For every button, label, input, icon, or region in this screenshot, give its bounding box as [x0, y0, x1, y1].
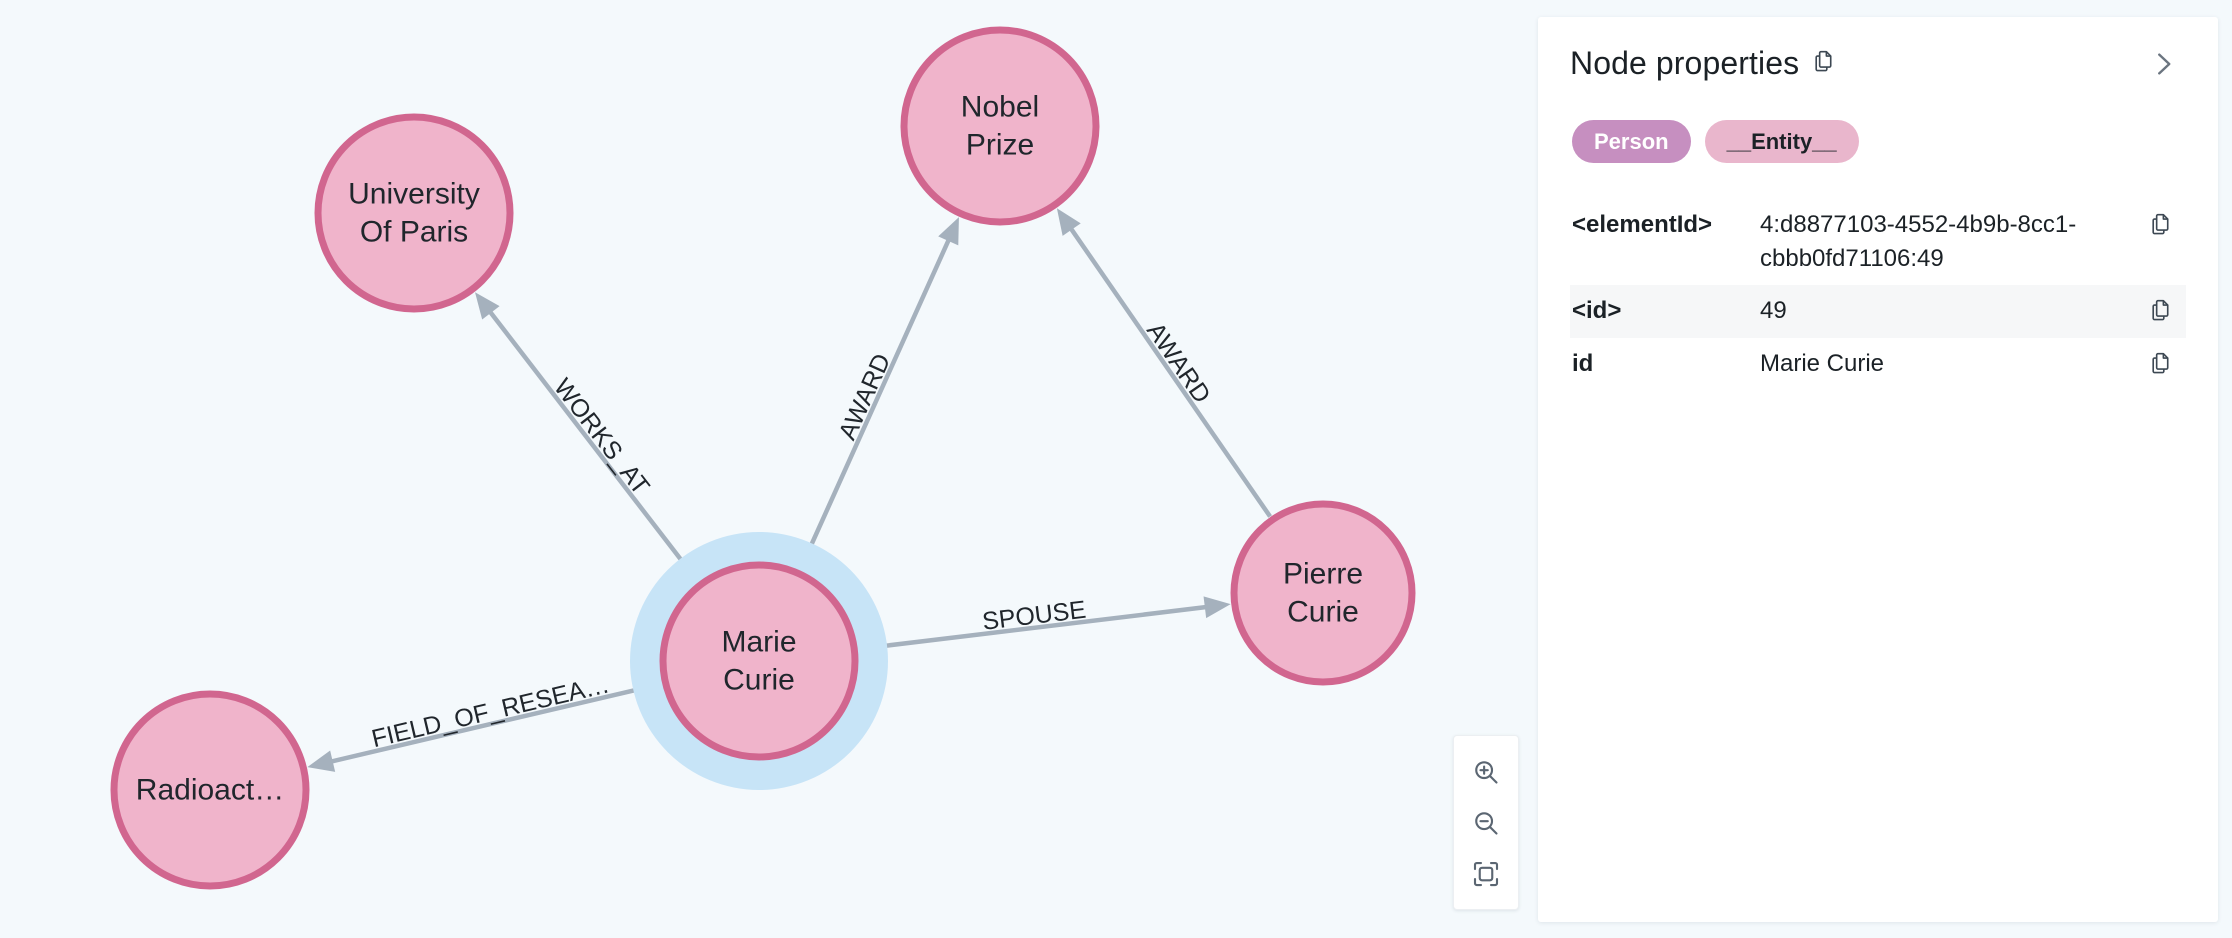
node-label: Curie: [1287, 596, 1359, 629]
edge-arrowhead: [1203, 596, 1231, 619]
node-labels-chip-list: Person __Entity__: [1570, 120, 2186, 164]
edge-arrowhead: [307, 750, 336, 772]
property-key: <elementId>: [1572, 211, 1713, 239]
property-row: id Marie Curie: [1570, 338, 2186, 390]
node-label: Radioact…: [136, 774, 284, 807]
fit-to-screen-button[interactable]: [1463, 851, 1509, 897]
edge-label: FIELD_OF_RESEA…: [369, 670, 612, 753]
panel-title-wrap: Node properties: [1570, 45, 1837, 82]
graph-edge[interactable]: AWARD: [798, 213, 969, 571]
chevron-right-icon: [2148, 49, 2178, 84]
property-key: <id>: [1572, 297, 1622, 325]
node-label-chip[interactable]: Person: [1572, 120, 1691, 164]
node-circle[interactable]: [314, 113, 514, 313]
graph-edge[interactable]: AWARD: [1048, 202, 1272, 518]
fit-to-screen-icon: [1471, 859, 1501, 889]
property-row: <id> 49: [1570, 285, 2186, 338]
node-label: Of Paris: [360, 216, 468, 249]
copy-property-icon[interactable]: [2148, 208, 2178, 242]
node-label: Prize: [966, 129, 1034, 162]
page-title: Node properties: [1570, 45, 1800, 81]
copy-property-icon[interactable]: [2148, 347, 2178, 381]
zoom-out-icon: [1471, 808, 1501, 838]
property-row: <elementId> 4:d8877103-4552-4b9b-8cc1-cbb…: [1570, 199, 2186, 285]
collapse-panel-button[interactable]: [2140, 45, 2186, 88]
edge-label: WORKS_AT: [548, 373, 655, 500]
node-circle[interactable]: [110, 690, 310, 890]
node-circle[interactable]: [900, 26, 1100, 226]
edge-arrowhead: [938, 217, 959, 246]
node-label: Nobel: [961, 91, 1039, 124]
zoom-out-button[interactable]: [1463, 800, 1509, 846]
node-circle[interactable]: [659, 561, 859, 761]
property-value: 4:d8877103-4552-4b9b-8cc1-cbbb0fd71106:4…: [1760, 211, 2077, 273]
zoom-controls: [1453, 735, 1519, 910]
graph-node-radioactivity[interactable]: Radioact…: [110, 690, 310, 890]
property-value: Marie Curie: [1760, 349, 1885, 377]
graph-edge[interactable]: WORKS_AT: [466, 286, 700, 584]
zoom-in-button[interactable]: [1463, 749, 1509, 795]
copy-property-icon[interactable]: [2148, 294, 2178, 328]
node-circle[interactable]: [1230, 500, 1416, 686]
node-label: University: [348, 178, 480, 211]
edge-label: AWARD: [833, 349, 896, 444]
property-value: 49: [1760, 297, 1787, 325]
copy-all-properties-icon[interactable]: [1811, 48, 1837, 79]
property-key: id: [1572, 349, 1594, 377]
edge-arrowhead: [1056, 208, 1081, 236]
graph-edge[interactable]: SPOUSE: [858, 593, 1232, 652]
node-properties-panel: Node properties Person __Entity__: [1538, 17, 2218, 922]
panel-header: Node properties: [1570, 45, 2186, 88]
properties-table: <elementId> 4:d8877103-4552-4b9b-8cc1-cbb…: [1570, 199, 2186, 389]
zoom-in-icon: [1471, 757, 1501, 787]
edge-label: SPOUSE: [981, 596, 1088, 636]
graph-node-university-of-paris[interactable]: University Of Paris: [314, 113, 514, 313]
node-label: Curie: [723, 664, 795, 697]
node-label: Pierre: [1283, 558, 1363, 591]
graph-edge[interactable]: FIELD_OF_RESEA…: [305, 670, 663, 778]
node-label-chip[interactable]: __Entity__: [1704, 120, 1859, 164]
edge-arrowhead: [475, 292, 500, 320]
edge-label: AWARD: [1141, 317, 1216, 408]
node-label: Marie: [721, 626, 796, 659]
